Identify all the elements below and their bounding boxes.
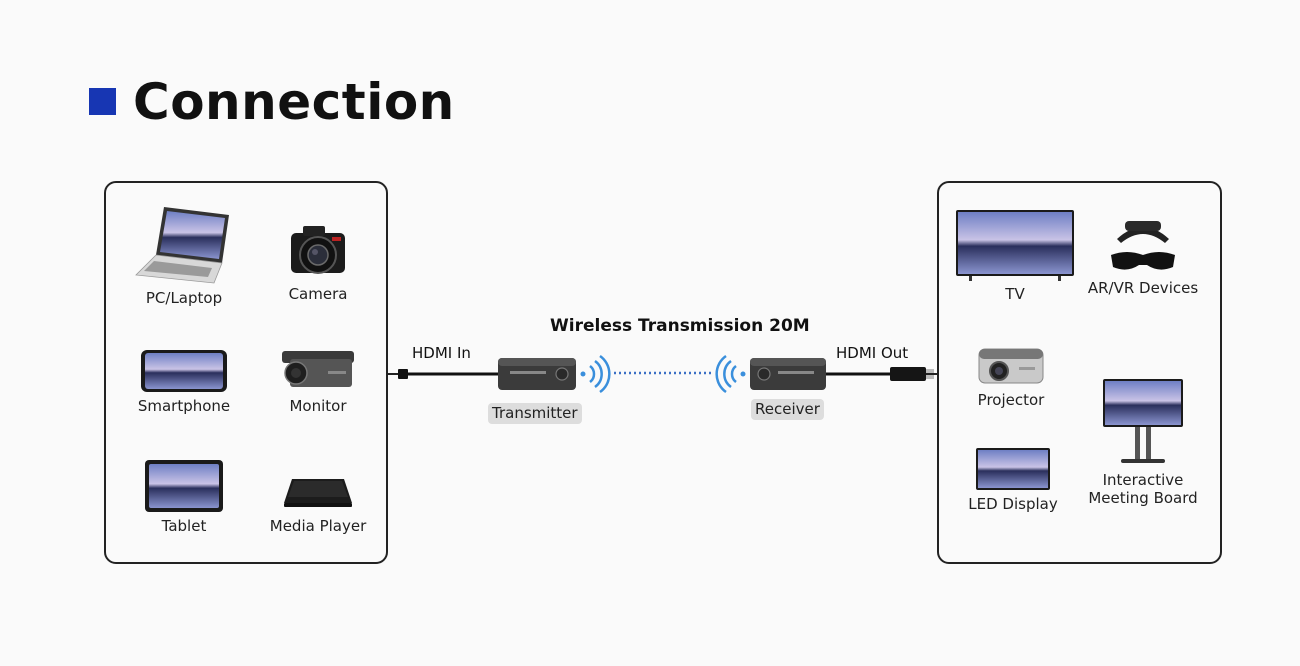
source-device-smartphone: Smartphone bbox=[114, 349, 254, 415]
tablet-icon bbox=[145, 460, 223, 512]
hdmi-out-label: HDMI Out bbox=[836, 344, 909, 362]
display-device-projector: Projector bbox=[941, 343, 1081, 409]
source-device-media-player: Media Player bbox=[248, 473, 388, 535]
receive-signal-icon bbox=[715, 354, 746, 394]
device-label: Smartphone bbox=[137, 397, 231, 415]
meeting-board-icon bbox=[1103, 379, 1183, 463]
projector-icon bbox=[978, 348, 1044, 384]
display-device-meeting-board: Interactive Meeting Board bbox=[1073, 377, 1213, 507]
vr-headset-icon bbox=[1111, 221, 1175, 270]
hdmi-in-label: HDMI In bbox=[412, 344, 471, 362]
laptop-icon bbox=[135, 207, 229, 284]
title-bullet bbox=[89, 88, 116, 115]
device-label: AR/VR Devices bbox=[1087, 279, 1199, 297]
device-label: Tablet bbox=[161, 517, 207, 535]
device-label: PC/Laptop bbox=[145, 289, 223, 307]
smartphone-icon bbox=[141, 350, 227, 392]
wireless-transmission-label: Wireless Transmission 20M bbox=[550, 316, 810, 336]
security-camera-icon bbox=[282, 351, 354, 387]
page-title: Connection bbox=[133, 73, 455, 131]
camera-icon bbox=[291, 226, 345, 274]
source-device-tablet: Tablet bbox=[114, 459, 254, 535]
transmitter-device bbox=[498, 358, 576, 390]
device-label: Monitor bbox=[289, 397, 347, 415]
device-label: LED Display bbox=[968, 495, 1058, 513]
source-device-laptop: PC/Laptop bbox=[114, 205, 254, 307]
led-display-icon bbox=[976, 448, 1050, 490]
device-label: Projector bbox=[977, 391, 1045, 409]
source-device-monitor: Monitor bbox=[248, 349, 388, 415]
source-devices-panel: PC/Laptop Camera Smartphone Monitor bbox=[104, 181, 388, 564]
receiver-tag: Receiver bbox=[751, 399, 824, 420]
hdmi-connector bbox=[890, 367, 926, 381]
display-device-tv: TV bbox=[945, 209, 1085, 303]
display-device-led: LED Display bbox=[943, 447, 1083, 513]
transmitter-tag: Transmitter bbox=[488, 403, 582, 424]
transmit-signal-icon bbox=[580, 354, 611, 394]
source-device-camera: Camera bbox=[248, 219, 388, 303]
display-devices-panel: TV AR/VR Devices Projector LED Display bbox=[937, 181, 1222, 564]
device-label: Camera bbox=[288, 285, 348, 303]
receiver-device bbox=[750, 358, 826, 390]
hdmi-connector bbox=[398, 369, 408, 379]
media-player-icon bbox=[284, 479, 352, 507]
device-label: Interactive Meeting Board bbox=[1088, 471, 1198, 507]
tv-icon bbox=[956, 210, 1074, 281]
device-label: Media Player bbox=[269, 517, 367, 535]
display-device-ar-vr: AR/VR Devices bbox=[1073, 219, 1213, 297]
device-label: TV bbox=[1005, 285, 1025, 303]
